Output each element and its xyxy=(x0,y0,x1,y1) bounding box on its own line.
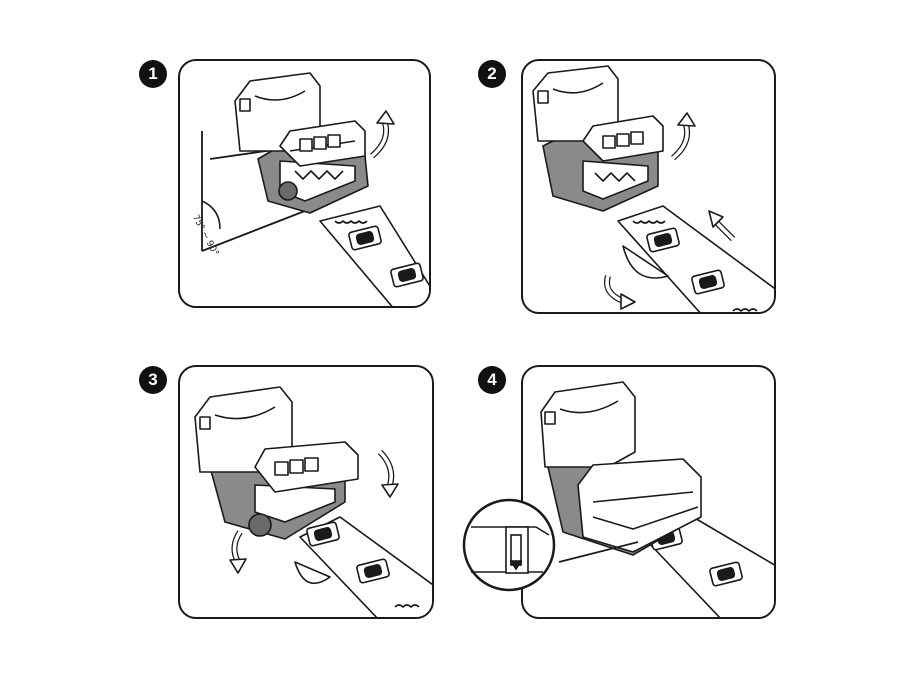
hinge xyxy=(278,181,298,201)
hinge xyxy=(248,513,272,537)
led-chip xyxy=(691,269,725,295)
connector-lid xyxy=(532,65,619,142)
step-4-illustration xyxy=(540,381,774,617)
step-2-illustration xyxy=(532,65,774,312)
step-badge-3: 3 xyxy=(139,366,167,394)
step-3-illustration xyxy=(194,386,432,617)
step-number: 3 xyxy=(148,370,158,389)
step-panel-2 xyxy=(521,59,776,314)
step-number: 2 xyxy=(487,64,497,83)
step-badge-4: 4 xyxy=(478,366,506,394)
connector-lid xyxy=(540,381,636,468)
angle-arc xyxy=(201,200,221,230)
zoom-leader-line xyxy=(558,541,639,563)
clamp-closed xyxy=(577,458,702,553)
step-panel-1: 75° ~ 90° xyxy=(178,59,431,308)
angle-label: 75° ~ 90° xyxy=(190,213,220,258)
step-badge-1: 1 xyxy=(139,60,167,88)
strip-cut-piece xyxy=(622,245,669,279)
step-panel-4 xyxy=(521,365,776,619)
led-chip xyxy=(709,561,743,587)
led-chip xyxy=(348,225,382,251)
strip-cut-piece xyxy=(294,561,331,585)
led-strip xyxy=(319,205,429,306)
step-panel-3 xyxy=(178,365,434,619)
zoom-detail-icon xyxy=(462,498,556,592)
step-number: 4 xyxy=(487,370,497,389)
led-chip xyxy=(646,227,680,253)
led-chip xyxy=(306,521,340,547)
step-1-illustration: 75° ~ 90° xyxy=(190,72,429,306)
led-chip xyxy=(356,558,390,584)
led-chip xyxy=(390,262,424,288)
step-badge-2: 2 xyxy=(478,60,506,88)
zoom-detail xyxy=(461,497,557,593)
step-number: 1 xyxy=(148,64,158,83)
